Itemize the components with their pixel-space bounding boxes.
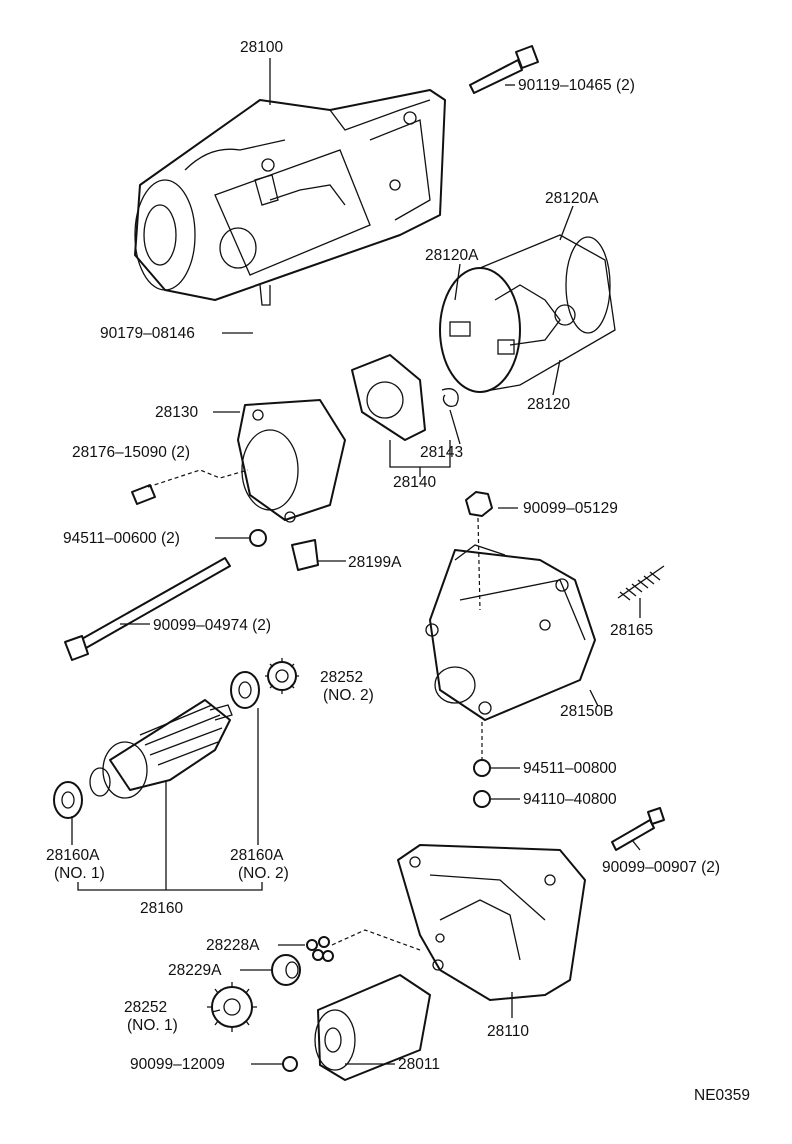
gear-no1-drawing (207, 982, 257, 1032)
armature-drawing (89, 699, 233, 799)
bearing-no1-drawing (53, 781, 83, 819)
washer-94511-00600-drawing (249, 529, 267, 547)
washer-94511-00800-drawing (473, 759, 491, 777)
leader-lines (71, 58, 641, 1065)
label-28160A-no1: 28160A (46, 847, 100, 864)
part-labels: 28100 90119–10465 (2) 28120A 28120A 9017… (46, 39, 750, 1104)
nut-94110-40800-drawing (473, 790, 491, 808)
label-28011: 28011 (398, 1056, 440, 1073)
label-28160A-no2-note: (NO. 2) (238, 865, 289, 882)
label-28150B: 28150B (560, 703, 613, 720)
label-28130: 28130 (155, 404, 198, 421)
label-28140: 28140 (393, 474, 436, 491)
brush-holder-drawing (351, 354, 459, 441)
plug-28199A-drawing (291, 539, 319, 571)
through-bolt-drawing (64, 557, 231, 661)
label-28160A-no1-note: (NO. 1) (54, 865, 105, 882)
label-28100: 28100 (240, 39, 283, 56)
starter-assembly-drawing (134, 89, 446, 306)
label-28120A-mid: 28120A (425, 247, 479, 264)
label-94511-00800: 94511–00800 (523, 760, 617, 777)
diagram-code: NE0359 (694, 1087, 750, 1104)
clutch-28011-drawing (314, 974, 431, 1081)
steel-balls-drawing (306, 936, 334, 962)
label-28252-no1-note: (NO. 1) (127, 1017, 178, 1034)
ring-90099-12009-drawing (282, 1056, 298, 1072)
label-94511-00600: 94511–00600 (2) (63, 530, 180, 547)
starter-housing-drawing (397, 844, 586, 1001)
label-28165: 28165 (610, 622, 653, 639)
label-90099-04974: 90099–04974 (2) (153, 617, 271, 634)
label-28229A: 28229A (168, 962, 222, 979)
label-94110-40800: 94110–40800 (523, 791, 617, 808)
commutator-end-frame-drawing (237, 399, 346, 523)
label-90099-12009: 90099–12009 (130, 1056, 225, 1073)
nut-90099-05129-drawing (465, 491, 493, 517)
label-28228A: 28228A (206, 937, 260, 954)
retainer-28229A-drawing (271, 954, 301, 986)
label-28120A-top: 28120A (545, 190, 599, 207)
label-28160A-no2: 28160A (230, 847, 284, 864)
label-28252-no2: 28252 (320, 669, 363, 686)
label-28160: 28160 (140, 900, 183, 917)
label-28120: 28120 (527, 396, 570, 413)
label-28199A: 28199A (348, 554, 402, 571)
label-90119-10465: 90119–10465 (2) (518, 77, 635, 94)
label-28110: 28110 (487, 1023, 529, 1040)
gear-no2-drawing (265, 658, 299, 694)
label-28176-15090: 28176–15090 (2) (72, 444, 190, 461)
screw-28176-drawing (131, 484, 156, 505)
bearing-no2-drawing (230, 671, 260, 709)
bolt-90119-drawing (469, 45, 539, 94)
field-yoke-drawing (439, 234, 616, 393)
label-28143: 28143 (420, 444, 463, 461)
label-90099-00907: 90099–00907 (2) (602, 859, 720, 876)
bolt-90099-00907-drawing (611, 807, 665, 851)
magnetic-switch-drawing (425, 544, 596, 721)
label-28252-no1: 28252 (124, 999, 167, 1016)
label-90099-05129: 90099–05129 (523, 500, 618, 517)
label-28252-no2-note: (NO. 2) (323, 687, 374, 704)
spring-28165-drawing (617, 565, 665, 601)
label-90179-08146: 90179–08146 (100, 325, 195, 342)
